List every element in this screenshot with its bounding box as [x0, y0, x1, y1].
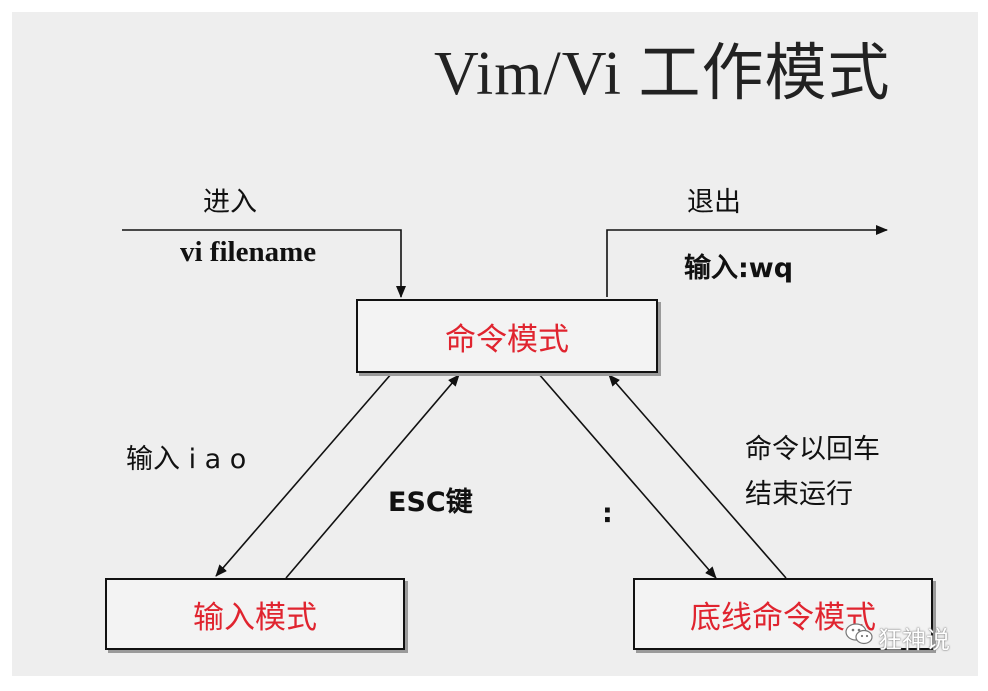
wechat-icon — [845, 623, 873, 645]
colon-label: : — [602, 498, 613, 529]
exit-command: 输入:wq — [684, 253, 794, 284]
arrow-lastline-to-command — [608, 374, 787, 579]
exit-arrow — [606, 225, 888, 297]
arrow-insert-to-command — [285, 374, 460, 579]
insert-mode-box: 输入模式 — [105, 578, 405, 650]
arrow-command-to-lastline — [537, 372, 717, 579]
enter-command: vi filename — [180, 236, 317, 268]
enter-arrow — [122, 229, 406, 298]
page-title: Vim/Vi 工作模式 — [434, 40, 891, 108]
arrow-command-to-insert — [215, 372, 393, 577]
insert-mode-label: 输入模式 — [193, 599, 317, 636]
exit-label: 退出 — [687, 187, 741, 218]
run-done-line2: 结束运行 — [745, 479, 853, 510]
command-mode-box: 命令模式 — [356, 299, 658, 373]
command-mode-label: 命令模式 — [445, 321, 569, 358]
lastline-mode-box: 底线命令模式 — [633, 578, 933, 650]
lastline-mode-label: 底线命令模式 — [690, 599, 876, 636]
watermark-text: 狂神说 — [878, 626, 950, 654]
insert-keys-label: 输入 i a o — [126, 444, 247, 475]
enter-label: 进入 — [203, 187, 257, 218]
esc-key-label: ESC键 — [388, 487, 473, 518]
run-done-line1: 命令以回车 — [745, 434, 880, 465]
